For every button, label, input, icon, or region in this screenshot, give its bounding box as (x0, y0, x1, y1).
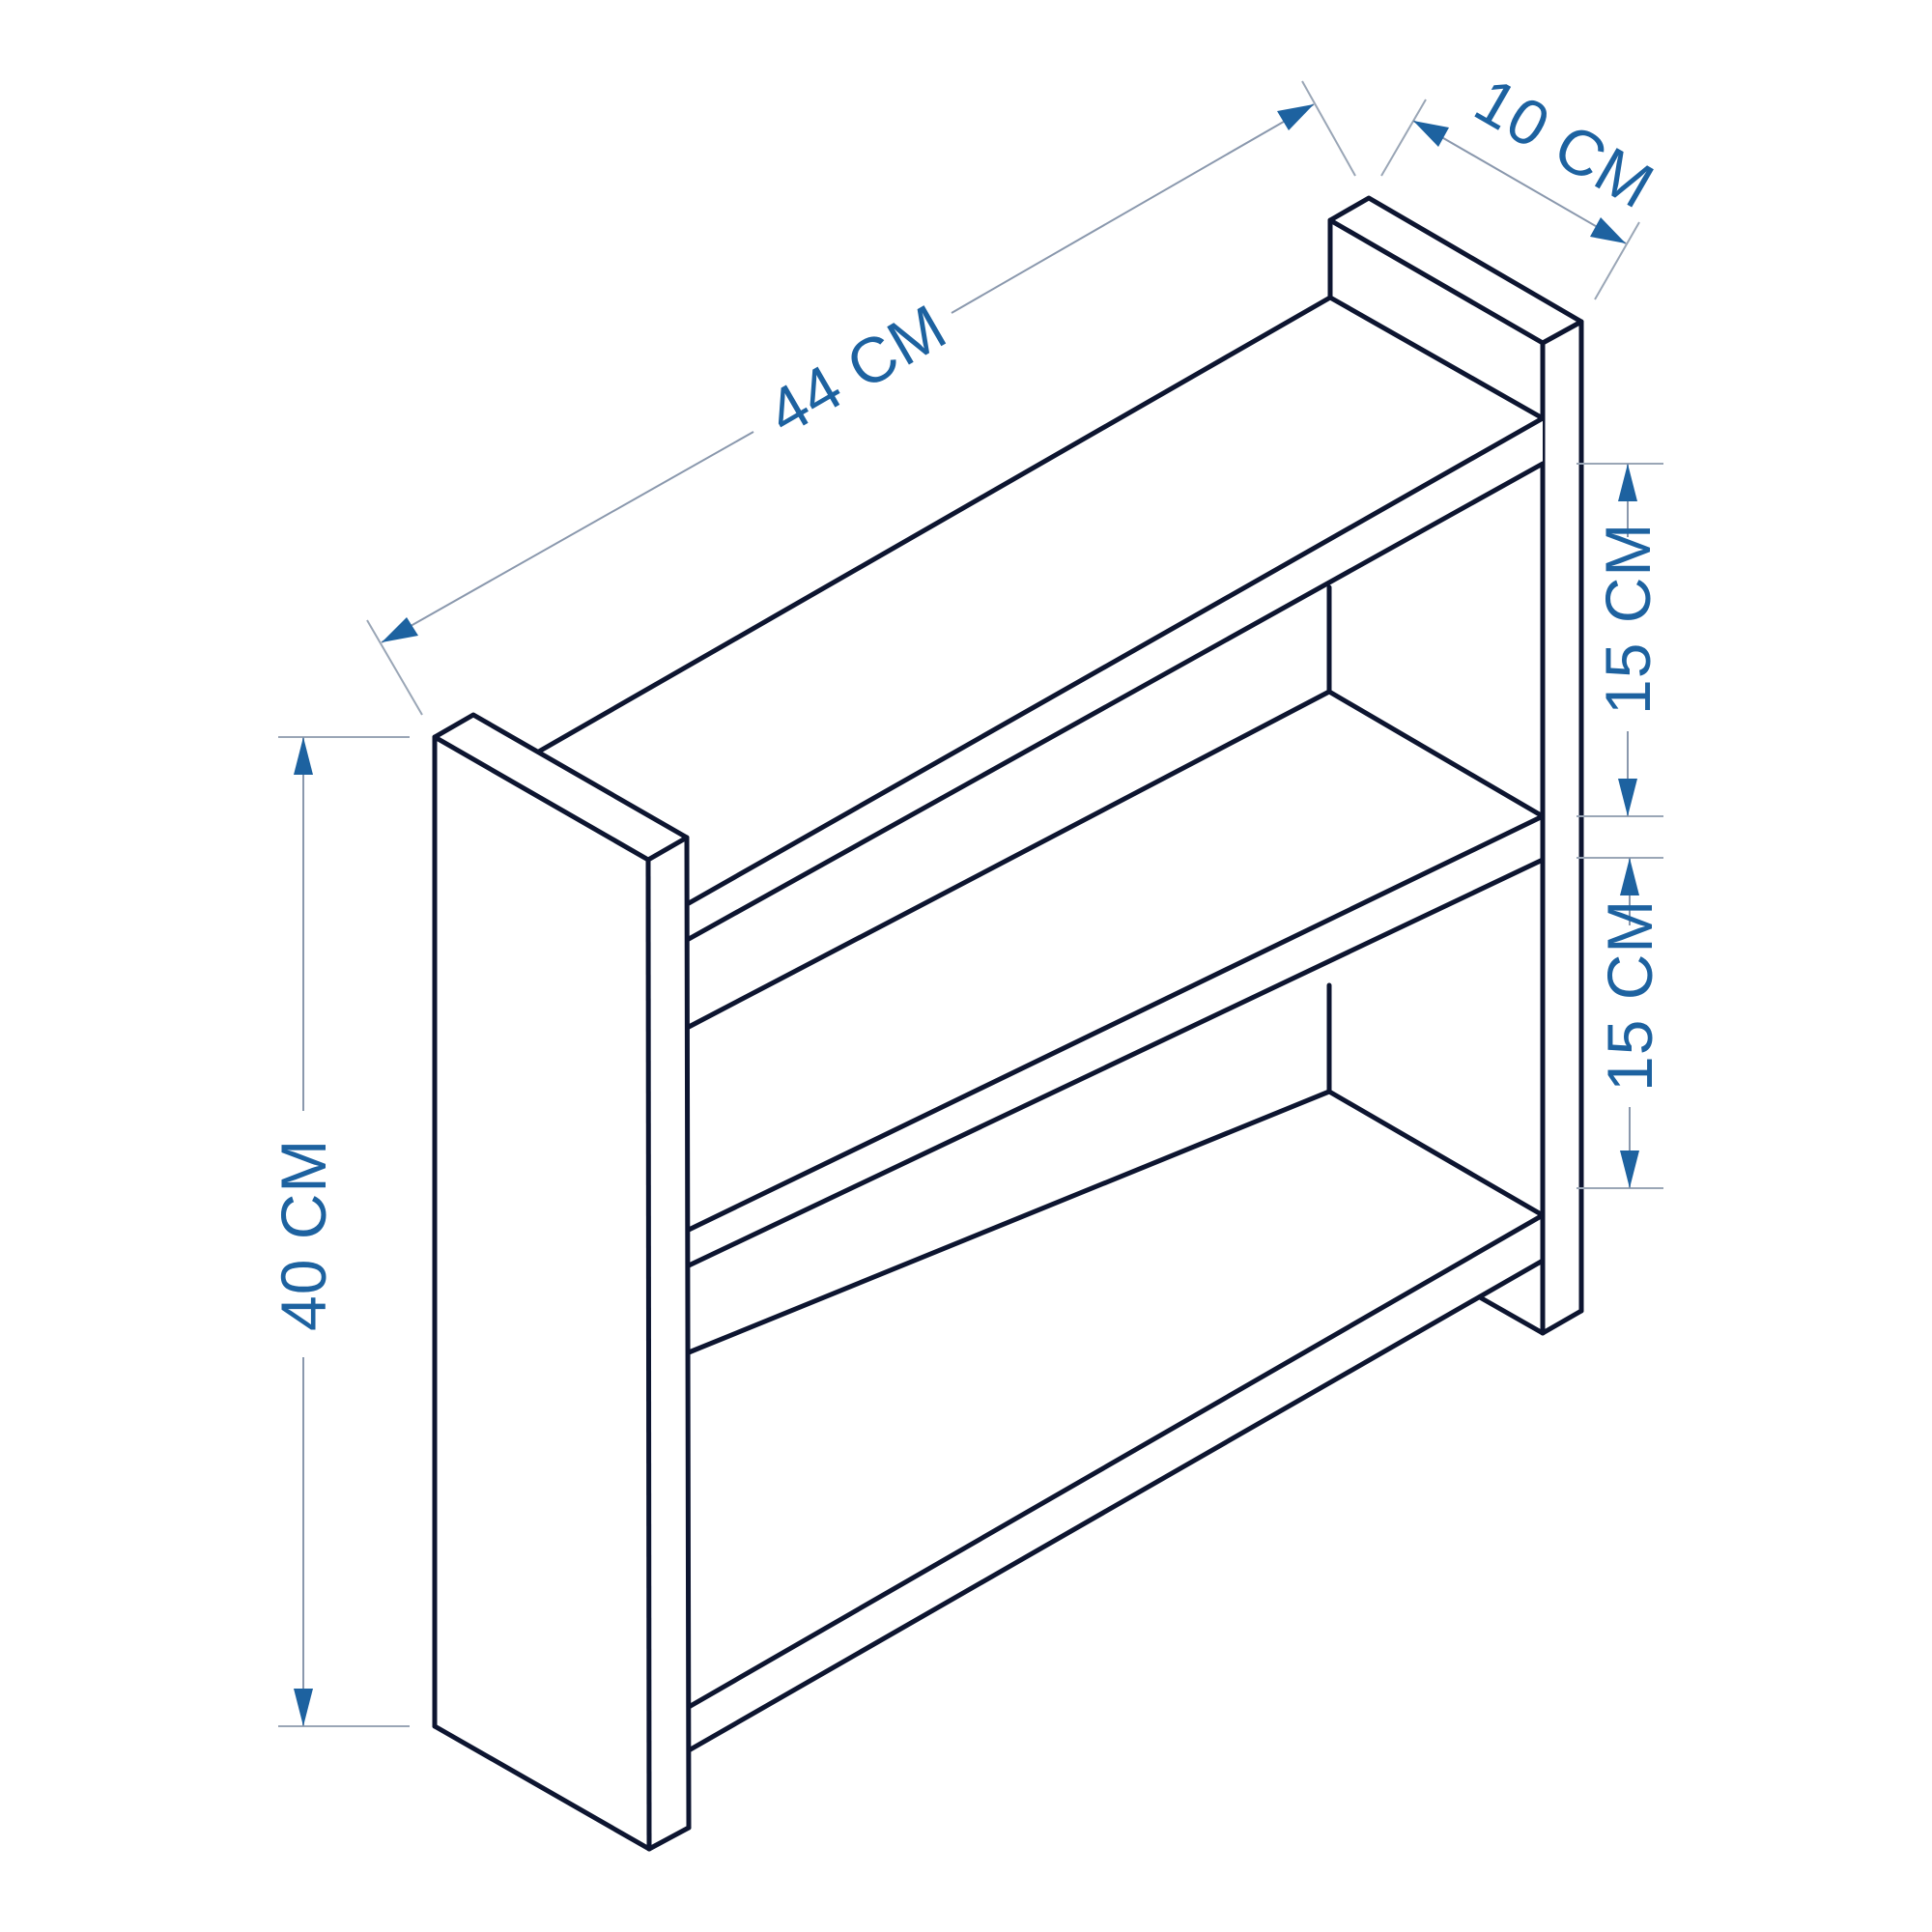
depth-label: 10 CM (1463, 64, 1666, 222)
arrow-down-icon (1620, 1151, 1639, 1188)
arrow-down-icon (1618, 779, 1637, 816)
arrow-right-icon (1590, 217, 1626, 243)
lower-spacing-label: 15 CM (1594, 899, 1665, 1092)
left-side-panel (432, 712, 692, 1852)
top-shelf (534, 295, 1546, 942)
lower-spacing-dimension: 15 CM (1577, 857, 1665, 1189)
upper-back-edges (686, 584, 1332, 1030)
middle-shelf (686, 689, 1546, 1268)
arrow-down-icon (294, 1689, 313, 1726)
height-dimension: 40 CM (268, 736, 410, 1727)
arrow-up-icon (294, 737, 313, 775)
upper-spacing-dimension: 15 CM (1577, 463, 1663, 817)
upper-spacing-label: 15 CM (1592, 523, 1663, 715)
lower-back-edges (686, 982, 1332, 1355)
arrow-right-icon (1277, 104, 1314, 130)
bottom-shelf (686, 1089, 1546, 1753)
height-label: 40 CM (268, 1139, 339, 1331)
arrow-left-icon (382, 617, 418, 642)
arrow-up-icon (1620, 858, 1639, 895)
arrow-up-icon (1618, 464, 1637, 501)
arrow-left-icon (1413, 121, 1449, 147)
width-label: 44 CM (755, 290, 958, 448)
